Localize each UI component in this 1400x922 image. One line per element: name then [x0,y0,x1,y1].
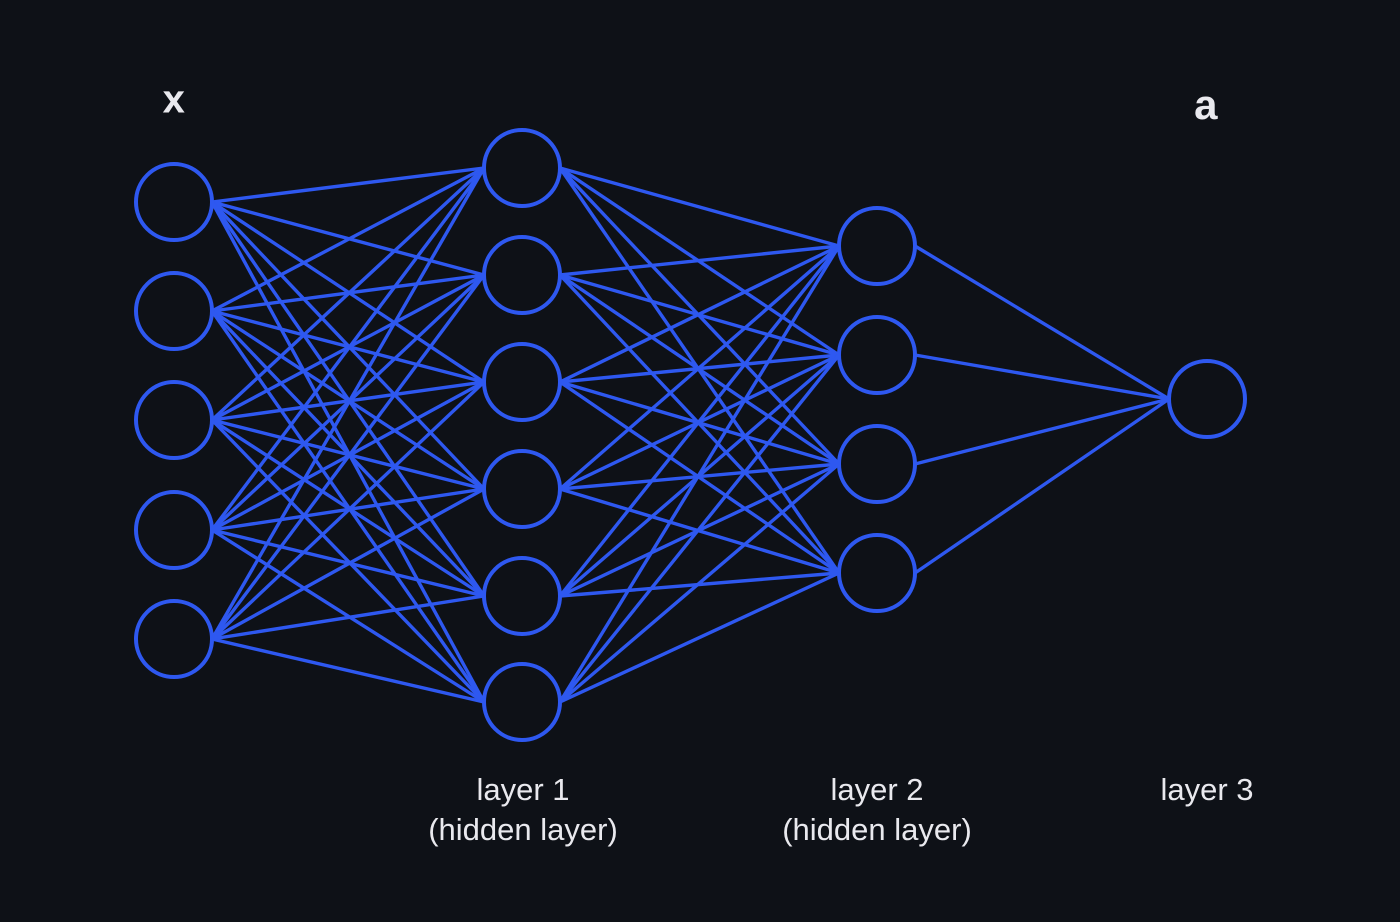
neuron-node-input-4 [134,490,214,570]
connection-edge-layer1-to-layer2 [559,571,840,704]
neuron-node-input-1 [134,162,214,242]
connection-edge-layer2-to-layer3 [914,353,1170,401]
layer2-caption: layer 2 (hidden layer) [782,770,972,850]
layer3-caption-title: layer 3 [1160,772,1254,807]
neuron-node-input-5 [134,599,214,679]
connection-edge-layer2-to-layer3 [914,397,1170,575]
layer3-caption: layer 3 [1160,770,1253,810]
neuron-node-input-2 [134,271,214,351]
connection-edge-input-to-layer1 [211,487,485,641]
neuron-node-layer3-1 [1167,359,1247,439]
connection-edge-layer1-to-layer2 [559,166,840,248]
connection-edge-input-to-layer1 [210,166,486,532]
connection-edge-layer1-to-layer2 [559,244,840,384]
connection-edge-layer1-to-layer2 [558,462,841,704]
connection-edge-input-to-layer1 [211,637,485,704]
layer2-caption-subtitle: (hidden layer) [782,812,972,847]
connection-edge-input-to-layer1 [210,166,486,422]
neuron-node-layer1-2 [482,235,562,315]
layer1-caption-title: layer 1 [476,772,570,807]
neuron-node-layer2-3 [837,424,917,504]
connection-edge-input-to-layer1 [211,594,485,641]
layer1-caption-subtitle: (hidden layer) [428,812,618,847]
neuron-node-layer2-1 [837,206,917,286]
neuron-node-layer1-4 [482,449,562,529]
layer2-caption-title: layer 2 [830,772,924,807]
connection-edge-input-to-layer1 [211,166,485,313]
input-vector-label: x [162,77,186,122]
connection-edge-layer2-to-layer3 [914,244,1170,401]
connection-edge-input-to-layer1 [210,380,486,641]
neuron-node-layer1-6 [482,662,562,742]
neuron-node-layer2-2 [837,315,917,395]
connection-edge-layer1-to-layer2 [558,244,841,491]
neuron-node-input-3 [134,380,214,460]
connection-edge-input-to-layer1 [210,273,486,641]
output-activation-label: a [1194,81,1218,128]
layer1-caption: layer 1 (hidden layer) [428,770,618,850]
connection-edge-layer1-to-layer2 [558,245,841,703]
connection-edge-layer1-to-layer2 [558,353,841,704]
neuron-node-layer2-4 [837,533,917,613]
neuron-node-layer1-1 [482,128,562,208]
connection-edge-layer1-to-layer2 [558,244,841,598]
connection-edge-layer2-to-layer3 [914,397,1170,466]
connection-edge-input-to-layer1 [211,166,485,204]
connection-edge-input-to-layer1 [210,167,486,640]
neuron-node-layer1-3 [482,342,562,422]
neuron-node-layer1-5 [482,556,562,636]
connection-edge-layer1-to-layer2 [559,244,840,277]
